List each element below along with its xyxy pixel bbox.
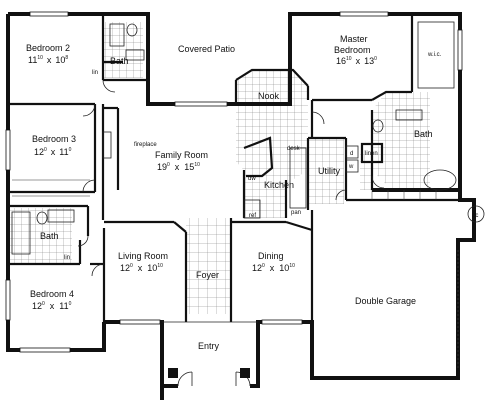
bath-top-label: Bath (110, 56, 129, 66)
doors (77, 79, 385, 387)
fixtures (11, 21, 485, 378)
family-room-label: Family Room (155, 150, 208, 160)
kitchen-label: Kitchen (264, 180, 294, 190)
windows (5, 11, 463, 353)
master-bath-label: Bath (414, 129, 433, 139)
dw-label: dw (248, 176, 256, 182)
wic-label: w.i.c. (427, 52, 442, 58)
living-room-label: Living Room (118, 251, 168, 261)
dining-label: Dining (258, 251, 284, 261)
pan-label: pan (291, 210, 301, 216)
bedroom2-label: Bedroom 2 (26, 43, 70, 53)
exterior-walls (6, 12, 476, 400)
bedroom4-label: Bedroom 4 (30, 289, 74, 299)
foyer-label: Foyer (196, 270, 219, 280)
double-garage-label: Double Garage (355, 296, 416, 306)
linen-label: linen (365, 151, 378, 157)
washer-label: w (348, 164, 354, 170)
master-bedroom-label-2: Bedroom (334, 45, 371, 55)
ac-label: ac (472, 213, 478, 219)
dryer-label: d (350, 151, 353, 157)
covered-patio-label: Covered Patio (178, 44, 235, 54)
utility-label: Utility (318, 166, 340, 176)
bedroom3-label: Bedroom 3 (32, 134, 76, 144)
ref-label: ref (249, 213, 256, 219)
desk-label: desk (287, 146, 301, 152)
bath-mid-label: Bath (40, 231, 59, 241)
lin-mid-label: lin (64, 255, 70, 261)
master-bedroom-label-1: Master (340, 34, 368, 44)
nook-label: Nook (258, 91, 280, 101)
entry-label: Entry (198, 341, 220, 351)
interior-walls (8, 14, 458, 323)
lin-top-label: lin (92, 70, 98, 76)
fireplace-label: fireplace (134, 142, 157, 148)
